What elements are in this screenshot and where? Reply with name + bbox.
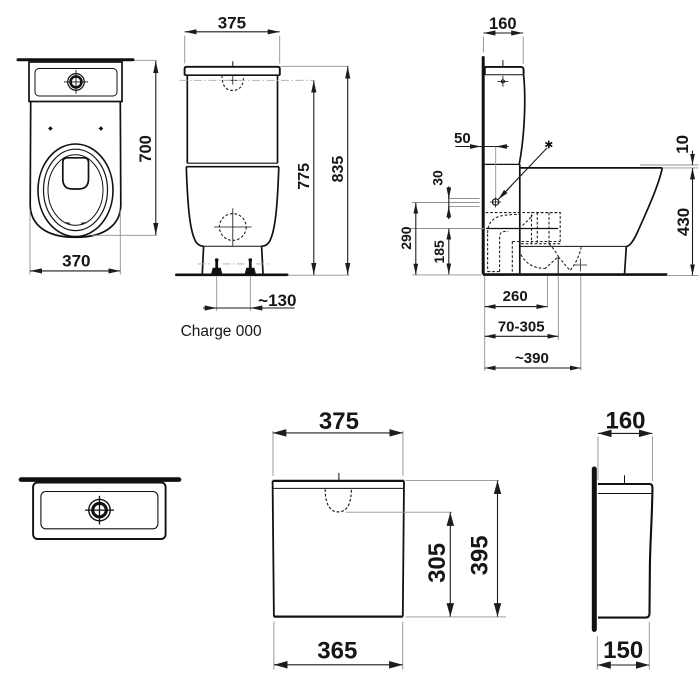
svg-text:260: 260: [503, 288, 528, 305]
svg-text:150: 150: [603, 637, 643, 664]
svg-text:370: 370: [62, 251, 90, 270]
svg-text:430: 430: [674, 208, 693, 236]
svg-text:185: 185: [431, 240, 447, 264]
svg-text:835: 835: [330, 156, 347, 183]
svg-text:365: 365: [317, 637, 357, 664]
svg-text:290: 290: [398, 226, 414, 250]
svg-text:160: 160: [489, 15, 517, 33]
svg-text:Charge 000: Charge 000: [181, 323, 262, 340]
svg-text:375: 375: [218, 14, 246, 33]
svg-text:~390: ~390: [515, 350, 549, 367]
svg-text:305: 305: [424, 543, 451, 583]
svg-text:395: 395: [467, 535, 494, 575]
svg-text:50: 50: [454, 130, 471, 147]
svg-text:~130: ~130: [258, 291, 296, 310]
svg-text:70-305: 70-305: [498, 318, 545, 335]
svg-text:30: 30: [429, 170, 445, 186]
svg-text:160: 160: [605, 408, 645, 435]
svg-text:375: 375: [319, 408, 359, 435]
svg-text:700: 700: [137, 135, 155, 163]
svg-text:10: 10: [673, 135, 692, 154]
svg-text:775: 775: [296, 163, 313, 190]
